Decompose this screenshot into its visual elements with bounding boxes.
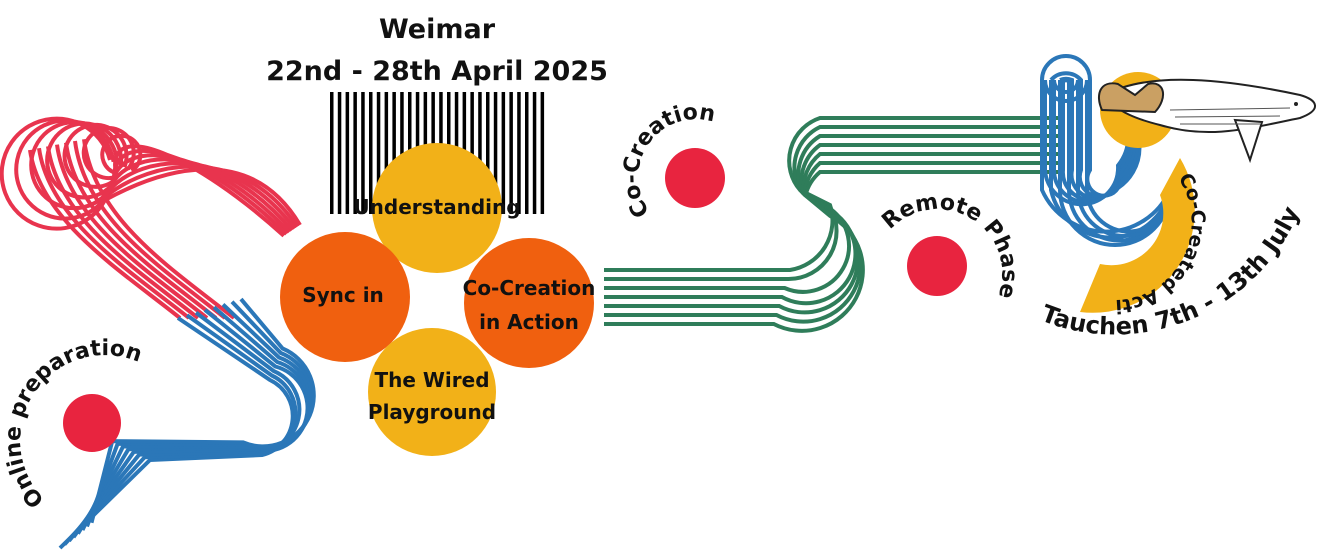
barcode-bar xyxy=(501,92,506,214)
red-stripe xyxy=(37,147,191,320)
barcode-bar xyxy=(337,92,342,214)
barcode-bar xyxy=(470,92,474,214)
whale-icon xyxy=(1098,72,1316,164)
sync-in-circle xyxy=(280,232,410,362)
barcode-bar xyxy=(532,92,537,214)
barcode-bar xyxy=(493,92,498,214)
green-stripe-path xyxy=(604,116,1060,333)
barcode-bar xyxy=(400,92,404,214)
red-stripe xyxy=(100,133,286,238)
barcode-bar xyxy=(517,92,521,214)
barcode-bar xyxy=(478,92,482,214)
co-creation-dot xyxy=(665,148,725,208)
barcode-bar xyxy=(540,92,545,214)
barcode-bar xyxy=(369,92,373,214)
barcode-bar xyxy=(376,92,381,214)
barcode-bar xyxy=(486,92,490,214)
barcode-bar xyxy=(509,92,513,214)
remote-phase-dot xyxy=(907,236,967,296)
barcode-bar xyxy=(330,92,334,214)
co-created-activity-arc xyxy=(1080,158,1195,313)
barcode-bar xyxy=(392,92,396,214)
phase-dots xyxy=(63,148,967,452)
wired-playground-label-2: Playground xyxy=(368,400,496,424)
barcode-bar xyxy=(345,92,350,214)
red-stripe xyxy=(64,142,218,320)
co-creation-in-action-label-1: Co-Creation xyxy=(463,276,596,300)
red-stripe xyxy=(73,140,227,320)
barcode-bar xyxy=(384,92,389,214)
red-stripe xyxy=(82,138,236,320)
location-title: Weimar xyxy=(379,14,496,45)
understanding-label: Understanding xyxy=(353,195,520,219)
green-stripe xyxy=(604,170,1060,333)
red-stripe xyxy=(55,144,209,320)
barcode-bar xyxy=(525,92,529,214)
blue-stripe-path xyxy=(58,297,316,550)
online-preparation-dot xyxy=(63,394,121,452)
green-stripe xyxy=(604,125,1060,282)
red-stripe xyxy=(28,149,182,320)
blue-stripe xyxy=(85,300,315,528)
barcode-bar xyxy=(353,92,357,214)
co-creation-in-action-circle xyxy=(464,238,594,368)
understanding-circle xyxy=(372,143,502,273)
wired-playground-circle xyxy=(368,328,496,456)
sync-in-label: Sync in xyxy=(302,283,384,307)
blue-stripe xyxy=(89,297,316,524)
red-stripe xyxy=(46,146,200,320)
green-stripe xyxy=(604,161,1060,324)
red-stripe xyxy=(45,121,294,232)
weimar-circles: Understanding Sync in Co-Creation in Act… xyxy=(280,143,595,456)
wired-playground-label-1: The Wired xyxy=(374,368,489,392)
co-creation-in-action-label-2: in Action xyxy=(479,310,579,334)
barcode-bar xyxy=(361,92,365,214)
red-stripe-knot xyxy=(0,116,302,320)
dates-title: 22nd - 28th April 2025 xyxy=(266,56,608,87)
